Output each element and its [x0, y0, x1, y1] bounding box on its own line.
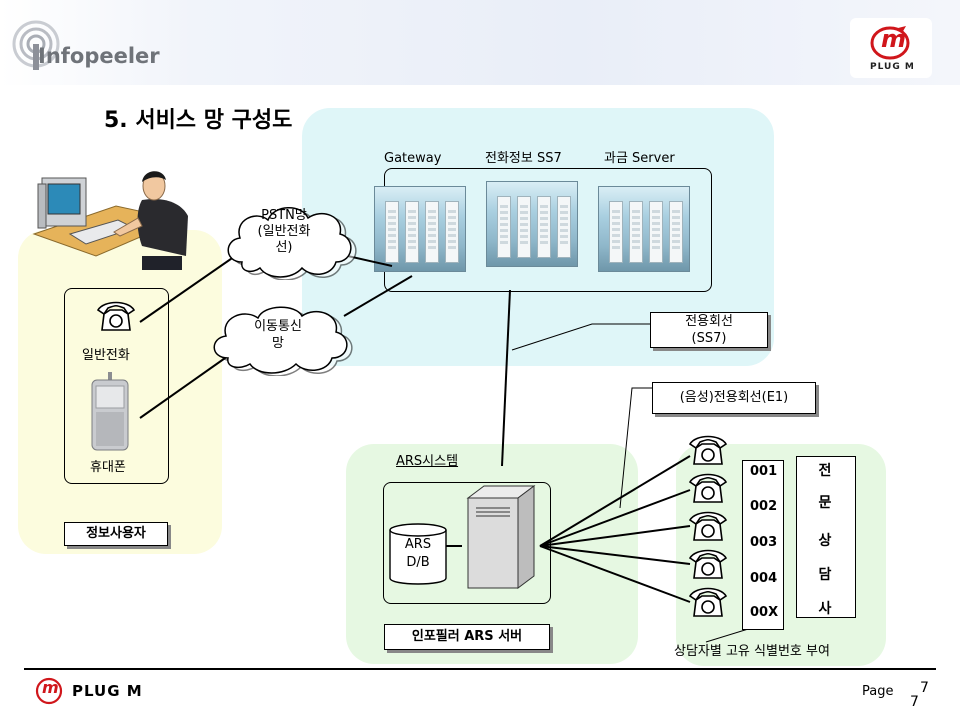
dedicated-e1-box: (음성)전용회선(E1)	[652, 382, 816, 414]
mobile-phone-icon	[91, 372, 129, 451]
extension-002: 002	[750, 499, 778, 514]
mobile-cloud-text: 이동통신 망	[226, 318, 330, 352]
slide-title: 5. 서비스 망 구성도	[104, 108, 293, 133]
extension-001: 001	[750, 464, 778, 479]
gateway-label: Gateway	[384, 151, 442, 166]
plugm-header-text: PLUG M	[870, 62, 915, 72]
pstn-line-2: (일반전화	[257, 224, 311, 239]
landline-phone-icon	[96, 301, 136, 331]
counselor-char-3: 상	[818, 533, 832, 549]
pstn-line-1: PSTN망	[261, 208, 307, 223]
landline-label: 일반전화	[82, 348, 130, 363]
billing-label: 과금 Server	[604, 151, 675, 166]
mobile-cloud-icon	[213, 306, 353, 376]
pstn-cloud-icon	[227, 207, 357, 280]
header-band	[0, 0, 960, 85]
database-line-2: D/B	[406, 555, 430, 570]
ars-system-panel	[383, 482, 551, 604]
plugm-footer-text: PLUG M	[72, 682, 143, 700]
consult-phone-3-icon	[688, 511, 728, 541]
page-label: Page	[862, 684, 894, 699]
ars-server-tower-icon	[466, 485, 536, 589]
counselor-char-5: 사	[818, 601, 832, 617]
mobile-label: 휴대폰	[90, 460, 126, 475]
page-number: 7	[920, 680, 929, 696]
billing-server-image	[598, 186, 690, 272]
dedicated-ss7-line-2: (SS7)	[691, 331, 727, 346]
consult-phone-2-icon	[688, 473, 728, 503]
pstn-line-3: 선)	[275, 240, 293, 255]
page-number-dup: 7	[910, 694, 919, 710]
counselor-column	[796, 456, 856, 618]
database-text: ARS D/B	[388, 536, 448, 572]
user-computer-icon	[32, 171, 188, 270]
ss7-label: 전화정보 SS7	[485, 151, 562, 166]
pstn-cloud-text: PSTN망 (일반전화 선)	[232, 208, 336, 256]
footer-rule	[24, 668, 936, 670]
extension-003: 003	[750, 535, 778, 550]
plugm-footer-mark-letter: m	[42, 678, 59, 697]
ars-server-box: 인포필러 ARS 서버	[384, 624, 550, 650]
gateway-server-image	[374, 186, 466, 272]
consult-phone-4-icon	[688, 549, 728, 579]
info-user-box: 정보사용자	[64, 522, 168, 546]
ss7-server-image	[486, 181, 578, 267]
plugm-footer-mark-icon	[35, 677, 63, 705]
plugm-mark-icon	[870, 26, 910, 60]
mobile-line-1: 이동통신	[254, 319, 302, 334]
extension-00x: 00X	[750, 605, 779, 620]
ars-system-label: ARS시스템	[396, 454, 459, 469]
dedicated-ss7-box: 전용회선 (SS7)	[650, 312, 768, 348]
database-icon	[389, 523, 447, 585]
dedicated-ss7-line-1: 전용회선	[685, 314, 733, 329]
counselor-char-2: 문	[818, 495, 832, 511]
mobile-line-2: 망	[272, 336, 284, 351]
infopeeler-logo-icon	[12, 20, 60, 70]
extension-column	[742, 460, 784, 630]
extension-004: 004	[750, 571, 778, 586]
consult-phone-1-icon	[688, 435, 728, 465]
consult-caption: 상담자별 고유 식별번호 부여	[674, 644, 830, 659]
user-devices-panel	[64, 288, 169, 484]
consult-phone-5-icon	[688, 587, 728, 617]
infopeeler-logo-text: Infopeeler	[38, 44, 160, 68]
plugm-mark-letter: m	[881, 25, 907, 53]
counselor-char-4: 담	[818, 567, 832, 583]
counselor-char-1: 전	[818, 463, 832, 479]
database-line-1: ARS	[404, 537, 432, 552]
